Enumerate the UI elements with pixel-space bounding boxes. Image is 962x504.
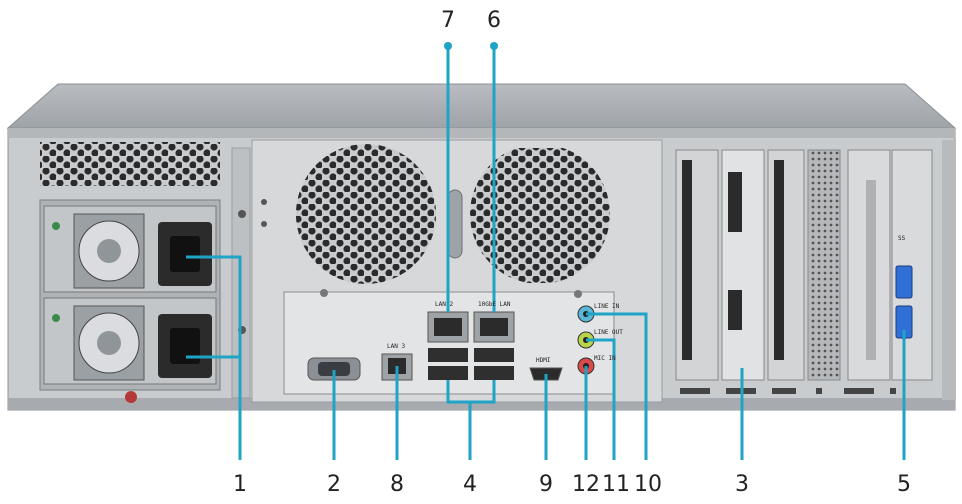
callout-number-9: 9 <box>539 472 553 497</box>
usb-3-ports <box>891 149 933 381</box>
callout-line-11 <box>586 338 616 460</box>
callout-number-3: 3 <box>735 472 749 497</box>
power-supply-2 <box>43 297 217 385</box>
label-usb30: SS <box>898 235 906 242</box>
label-line-out: LINE OUT <box>594 329 623 336</box>
label-hdmi: HDMI <box>536 357 551 364</box>
lan-port-2 <box>427 311 469 343</box>
callout-line-10 <box>586 312 648 460</box>
callout-number-5: 5 <box>897 472 911 497</box>
usb-ports-right <box>474 348 514 380</box>
callout-number-7: 7 <box>441 8 455 33</box>
callout-number-8: 8 <box>390 472 404 497</box>
callout-number-11: 11 <box>602 472 630 497</box>
callout-line-1 <box>186 255 242 460</box>
serial-port <box>307 357 361 381</box>
label-lan3: LAN 3 <box>387 343 406 350</box>
callout-number-12: 12 <box>572 472 600 497</box>
callout-number-1: 1 <box>233 472 247 497</box>
callout-number-2: 2 <box>327 472 341 497</box>
expansion-slots <box>675 149 891 381</box>
label-mic-in: MIC IN <box>594 355 616 362</box>
callout-number-10: 10 <box>634 472 662 497</box>
callout-lines <box>186 46 906 460</box>
label-mgmt: 10GbE LAN <box>478 301 511 308</box>
callout-number-6: 6 <box>487 8 501 33</box>
callout-number-4: 4 <box>463 472 477 497</box>
callout-dots <box>444 42 498 50</box>
label-line-in: LINE IN <box>594 303 620 310</box>
label-lan2: LAN 2 <box>435 301 454 308</box>
chassis-top <box>6 83 957 129</box>
psu-vent <box>40 142 220 186</box>
power-supply-1 <box>43 205 217 293</box>
usb-ports-left <box>428 348 468 380</box>
handle <box>447 189 463 259</box>
lan-port-mgmt <box>473 311 515 343</box>
